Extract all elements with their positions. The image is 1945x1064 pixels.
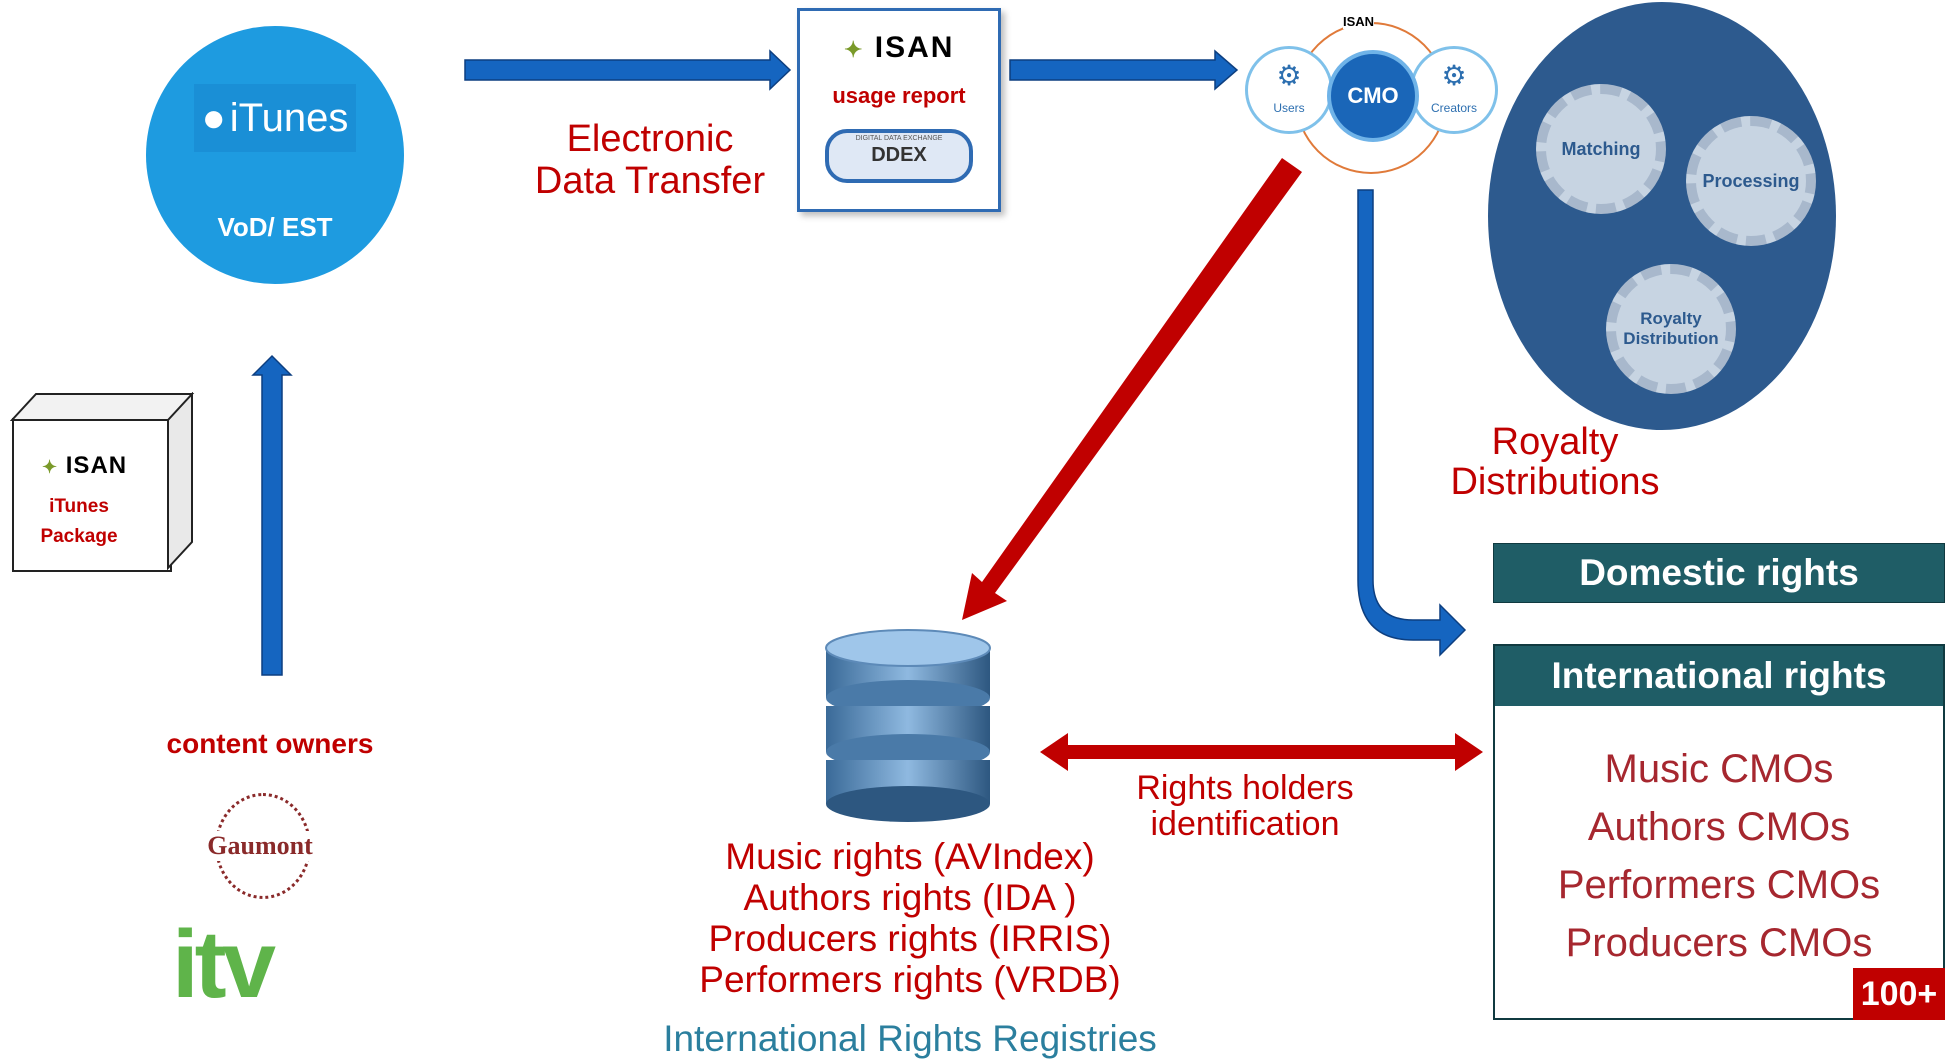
arrow-cmo-to-rights (1357, 189, 1467, 657)
itunes-package-box: ✦ ISAN iTunes Package (12, 418, 172, 572)
cmo-list-item: Performers CMOs (1557, 863, 1881, 907)
registry-row: Music rights (AVIndex) (725, 836, 1095, 877)
international-rights-header: International rights (1495, 646, 1943, 706)
package-isan-text: ISAN (65, 452, 128, 479)
electronic-transfer-line1: Electronic (566, 118, 734, 160)
cmo-cluster: ISAN ⚙ Users ⚙ Creators CMO (1245, 12, 1498, 174)
database-icon (825, 629, 991, 822)
count-badge: 100+ (1853, 968, 1945, 1020)
cmo-users-label: Users (1273, 101, 1305, 115)
usage-report-title: usage report (832, 83, 966, 108)
electronic-transfer-line2: Data Transfer (534, 160, 766, 202)
cmo-isan-logo: ISAN (1343, 14, 1375, 29)
itunes-logo-text: iTunes (229, 95, 349, 140)
process-gears-circle: Matching Processing Royalty Distribution (1488, 2, 1836, 430)
package-line2: Package (40, 526, 118, 547)
rights-holders-line1: Rights holders (1136, 769, 1354, 807)
registry-row: Performers rights (VRDB) (699, 959, 1121, 1000)
isan-logo-text: ISAN (874, 31, 955, 64)
cmo-list-item: Authors CMOs (1587, 805, 1851, 849)
royalty-gear-line1: Royalty (1640, 309, 1702, 328)
cmo-creators-circle: ⚙ Creators (1410, 46, 1498, 134)
registries-caption: International Rights Registries (663, 1018, 1157, 1059)
package-line1: iTunes (49, 496, 109, 517)
arrow-owners-up (251, 354, 293, 676)
domestic-rights-header: Domestic rights (1493, 543, 1945, 603)
gaumont-logo: Gaumont (180, 793, 340, 903)
international-rights-box: International rights Music CMOs Authors … (1493, 644, 1945, 1020)
creators-icon: ⚙ (1441, 60, 1467, 91)
itunes-circle: ● iTunes VoD/ EST (146, 26, 404, 284)
cmo-list-item: Music CMOs (1604, 747, 1834, 791)
royalty-distributions-line2: Distributions (1450, 461, 1660, 503)
cmo-isan-text: ISAN (1343, 14, 1375, 29)
content-owners-label: content owners (166, 728, 374, 759)
cmo-list-item: Producers CMOs (1565, 921, 1873, 965)
ddex-logo-text: DDEX (871, 144, 927, 166)
gaumont-text: Gaumont (180, 831, 340, 861)
royalty-gear-line2: Distribution (1623, 329, 1719, 348)
isan-logo: ✦ ISAN (844, 31, 954, 65)
ddex-logo: DIGITAL DATA EXCHANGE DDEX (825, 129, 973, 183)
royalty-distribution-gear: Royalty Distribution (1606, 264, 1736, 394)
apple-icon: ● (201, 95, 226, 140)
arrow-report-to-cmo (1009, 49, 1239, 91)
arrow-cmo-to-database (962, 158, 1302, 620)
arrow-rights-holders (1040, 733, 1483, 771)
cmo-center-circle: CMO (1327, 50, 1419, 142)
itunes-logo-box: ● iTunes (194, 84, 356, 152)
rights-holders-label: Rights holders identification (1110, 770, 1380, 842)
international-rights-title: International rights (1551, 655, 1887, 696)
registries-list: Music rights (AVIndex) Authors rights (I… (640, 836, 1180, 1000)
package-box-top (10, 393, 195, 421)
royalty-distributions-label: Royalty Distributions (1420, 422, 1690, 502)
registry-row: Authors rights (IDA ) (743, 877, 1077, 918)
users-icon: ⚙ (1276, 60, 1302, 91)
isan-leaf-icon: ✦ (844, 37, 865, 62)
processing-gear: Processing (1686, 116, 1816, 246)
ddex-small-text: DIGITAL DATA EXCHANGE (855, 135, 943, 142)
itunes-label: VoD/ EST (217, 212, 333, 242)
matching-label: Matching (1561, 138, 1641, 159)
rights-holders-line2: identification (1150, 805, 1340, 843)
cmo-center-label: CMO (1347, 83, 1399, 108)
international-cmo-list: Music CMOs Authors CMOs Performers CMOs … (1495, 740, 1943, 972)
package-label: iTunes Package (14, 492, 144, 552)
cmo-users-circle: ⚙ Users (1245, 46, 1333, 134)
matching-gear: Matching (1536, 84, 1666, 214)
cmo-creators-label: Creators (1430, 101, 1477, 115)
electronic-transfer-label: Electronic Data Transfer (505, 118, 795, 202)
package-isan-leaf-icon: ✦ (42, 457, 59, 477)
usage-report-document: ✦ ISAN usage report DIGITAL DATA EXCHANG… (797, 8, 1001, 212)
processing-label: Processing (1702, 170, 1800, 191)
registry-row: Producers rights (IRRIS) (708, 918, 1112, 959)
itv-logo: itv (172, 911, 276, 1018)
royalty-distributions-line1: Royalty (1491, 421, 1619, 463)
arrow-itunes-to-report (464, 49, 792, 91)
package-isan-logo: ✦ ISAN (42, 452, 127, 480)
domestic-rights-title: Domestic rights (1579, 552, 1859, 593)
